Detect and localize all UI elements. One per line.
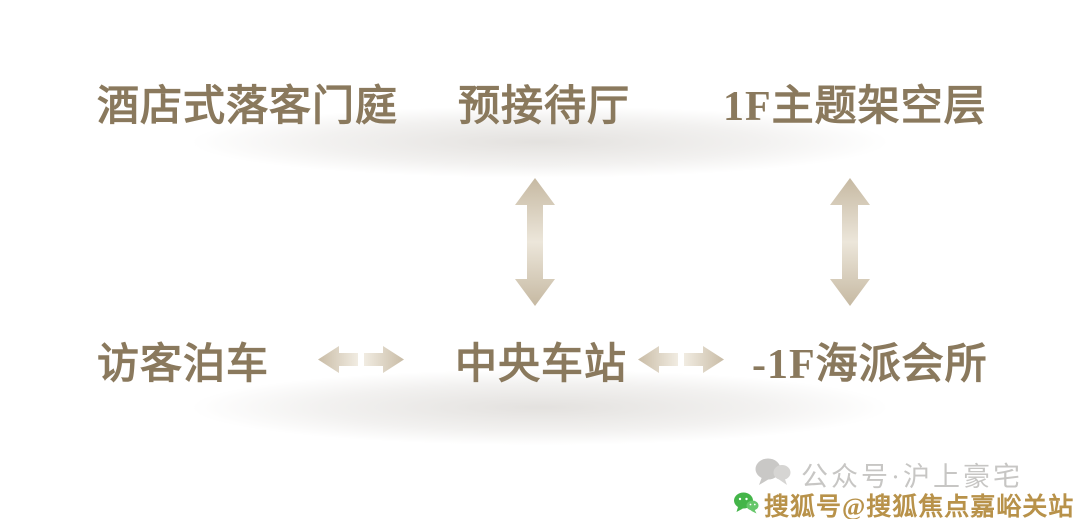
- label-pre-reception: 预接待厅: [458, 84, 631, 130]
- vertical-double-arrow-icon: [513, 178, 557, 311]
- label-b1f-clubhouse: -1F海派会所: [752, 342, 988, 388]
- chat-bubbles-icon: [755, 457, 791, 492]
- right-arrow-icon: [684, 346, 724, 378]
- watermark-text-line1: 公众号·沪上豪宅: [801, 462, 1023, 492]
- left-arrow-icon: [638, 346, 678, 378]
- label-hotel-dropoff: 酒店式落客门庭: [97, 84, 399, 130]
- left-arrow-icon: [318, 346, 358, 378]
- watermark-text-line2: 搜狐号@搜狐焦点嘉峪关站: [764, 494, 1075, 519]
- label-central-station: 中央车站: [455, 342, 628, 388]
- wechat-icon: [733, 491, 759, 519]
- right-arrow-icon: [364, 346, 404, 378]
- vertical-double-arrow-icon: [828, 178, 872, 311]
- label-1f-theme-floor: 1F主题架空层: [723, 84, 987, 130]
- watermark-public-account: 公众号·沪上豪宅: [755, 455, 1023, 494]
- label-visitor-parking: 访客泊车: [97, 342, 270, 388]
- watermark-sohu: 搜狐号@搜狐焦点嘉峪关站: [733, 487, 1074, 519]
